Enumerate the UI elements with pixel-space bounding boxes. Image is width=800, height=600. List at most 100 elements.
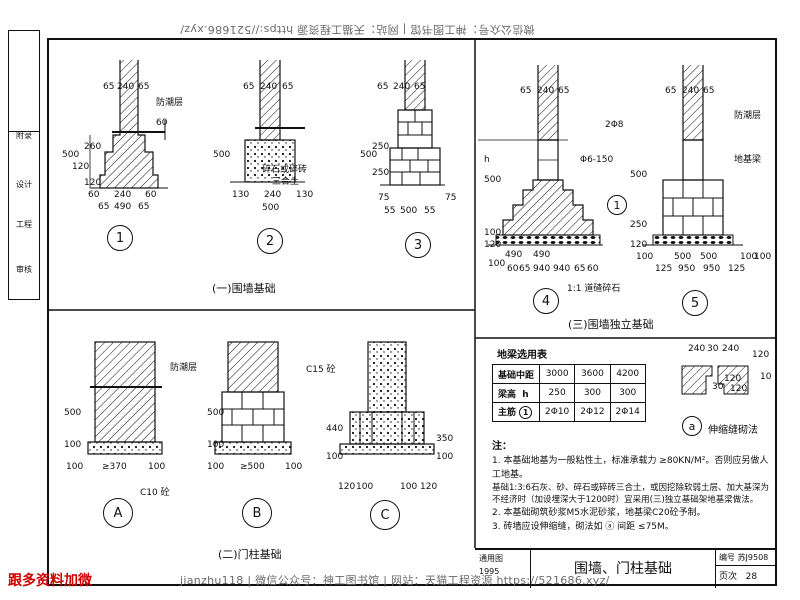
dim: 500 xyxy=(700,252,718,262)
dim: 240 xyxy=(117,82,135,92)
dim: ≥370 xyxy=(102,462,127,472)
dim: 240 xyxy=(722,344,740,354)
dim: 240 xyxy=(260,82,278,92)
dim: 940 xyxy=(553,264,571,274)
dim: 240 xyxy=(393,82,411,92)
detail-5-drawing xyxy=(643,65,743,246)
detail-2-drawing xyxy=(230,60,305,183)
c10-concrete-label: C10 砼 xyxy=(140,488,170,498)
dim: 65 xyxy=(558,86,570,96)
dim: 60 xyxy=(587,264,599,274)
table-cell: 2Φ14 xyxy=(609,402,646,422)
table-row: 梁高 h 250 300 300 xyxy=(491,383,646,403)
rebar-mark-1: 1 xyxy=(607,195,627,215)
dim: 500 xyxy=(360,150,378,160)
note-item: 基础1:3:6石灰、砂、碎石或碎砖三合土，或因挖除软弱土层、加大基深为不经济时（… xyxy=(492,483,769,505)
table-cell: 基础中距 xyxy=(491,364,541,384)
detail-C-drawing xyxy=(339,341,435,455)
dim: 940 xyxy=(533,264,551,274)
table-cell: 主筋 1 xyxy=(491,402,541,422)
dim: 100 xyxy=(636,252,654,262)
title-block-used: 通用图 1995 xyxy=(475,550,530,588)
dim: 500 xyxy=(64,408,82,418)
dim: 950 xyxy=(678,264,696,274)
detail-A-drawing xyxy=(87,341,163,455)
dim: 60 xyxy=(145,190,157,200)
dim: 120 xyxy=(484,240,502,250)
beam-table-title: 地梁选用表 xyxy=(497,350,547,361)
table-row: 主筋 1 2Φ10 2Φ12 2Φ14 xyxy=(491,402,646,422)
dim: 55 xyxy=(384,206,396,216)
title-block-code: 编号 苏J9508 页次 28 xyxy=(715,550,777,588)
expansion-joint-drawing xyxy=(681,365,749,395)
dim: ≥500 xyxy=(240,462,265,472)
dim: 65 xyxy=(665,86,677,96)
dim: 120 xyxy=(724,374,742,384)
dim: 65 xyxy=(703,86,715,96)
dim: 10 xyxy=(760,372,772,382)
watermark-red: 跟多资料加微 xyxy=(8,573,92,589)
dim: 120 xyxy=(420,482,438,492)
note-item: 1. 本基础地基为一般粘性土，标准承载力 ≥80KN/M²。否则应另做人工地基。 xyxy=(492,456,769,480)
dim: 490 xyxy=(114,202,132,212)
drawing-title: 围墙、门柱基础 xyxy=(574,561,672,577)
dim: 500 xyxy=(630,170,648,180)
row-label: 主筋 xyxy=(498,408,517,418)
table-cell: 3600 xyxy=(574,364,611,384)
expansion-joint-label: 伸缩缝砌法 xyxy=(708,425,758,436)
row-symbol: 1 xyxy=(519,406,533,419)
dim: 500 xyxy=(207,408,225,418)
row-label: 梁高 xyxy=(498,389,517,400)
table-cell: 300 xyxy=(574,383,611,403)
dim: 120 xyxy=(752,350,770,360)
code-label: 编号 xyxy=(719,553,735,562)
dim: 100 xyxy=(207,462,225,472)
table-cell: 4200 xyxy=(609,364,646,384)
wall-foundation-drawings xyxy=(89,60,445,189)
c15-concrete-label: C15 砼 xyxy=(306,365,336,375)
lime-fill-label: 三合土 xyxy=(272,177,300,187)
dim: 65 xyxy=(103,82,115,92)
title-block-title: 围墙、门柱基础 xyxy=(530,550,715,588)
dim: 120 xyxy=(72,162,90,172)
rebar-label: 2Φ8 xyxy=(605,120,624,130)
used-label: 通用图 xyxy=(479,554,503,563)
detail-1-drawing xyxy=(89,60,168,189)
dim: 350 xyxy=(436,434,454,444)
dim: 30 xyxy=(707,344,719,354)
beam-table: 基础中距 3000 3600 4200 梁高 h 250 300 300 主筋 … xyxy=(491,364,646,422)
dim: 100 xyxy=(754,252,772,262)
table-row: 基础中距 3000 3600 4200 xyxy=(491,364,646,384)
dim: 100 xyxy=(207,440,225,450)
detail-mark-a: a xyxy=(682,416,702,436)
dim: 120 xyxy=(338,482,356,492)
stirrup-label: Φ6-150 xyxy=(580,155,614,165)
detail-mark-5: 5 xyxy=(682,290,708,316)
dim: 500 xyxy=(213,150,231,160)
sidebar-item: 工程 xyxy=(16,220,32,229)
damp-proof-label: 防潮层 xyxy=(156,98,184,108)
dim: 60 xyxy=(507,264,519,274)
dim: 250 xyxy=(372,168,390,178)
dim: 240 xyxy=(114,190,132,200)
table-cell: 250 xyxy=(539,383,576,403)
beam-height-label: h xyxy=(484,155,490,165)
dim: 100 xyxy=(285,462,303,472)
dim: 65 xyxy=(574,264,586,274)
dim: 120 xyxy=(630,240,648,250)
notes: 注： 1. 本基础地基为一般粘性土，标准承载力 ≥80KN/M²。否则应另做人工… xyxy=(492,440,772,534)
dim: 250 xyxy=(372,142,390,152)
dim: 120 xyxy=(730,384,748,394)
dim: 490 xyxy=(533,250,551,260)
dim: 130 xyxy=(232,190,250,200)
dim: 75 xyxy=(378,193,390,203)
dim: 250 xyxy=(630,220,648,230)
page-number: 28 xyxy=(745,572,758,582)
dim: 65 xyxy=(414,82,426,92)
dim: 125 xyxy=(655,264,673,274)
dim: 65 xyxy=(520,86,532,96)
dim: 130 xyxy=(296,190,314,200)
drawing-frame xyxy=(47,38,777,586)
dim: 65 xyxy=(377,82,389,92)
